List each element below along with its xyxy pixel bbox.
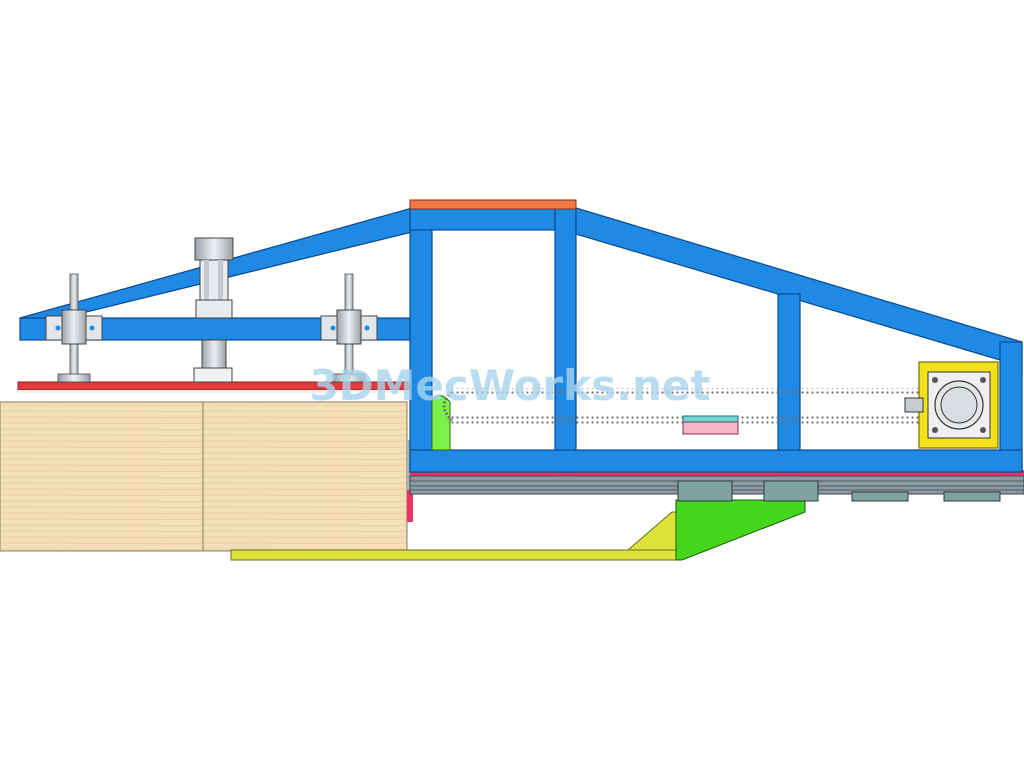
- frame-bottom: [409, 449, 1023, 473]
- clamp-plate-shadow: [18, 390, 412, 393]
- carriage: [677, 480, 733, 502]
- carriage: [851, 491, 909, 502]
- wood-block-left: [0, 401, 204, 552]
- wood-workpiece: [0, 401, 408, 552]
- top-plate: [409, 199, 577, 210]
- rail-carriages: [677, 480, 1001, 502]
- motor-icon: [904, 361, 999, 449]
- pneumatic-cylinder-icon: [193, 237, 234, 383]
- belt-clamp-block: [682, 415, 739, 435]
- frame-post: [409, 207, 433, 473]
- frame-top: [409, 207, 577, 231]
- carriage: [943, 491, 1001, 502]
- watermark-text: 3DMecWorks.net: [309, 361, 710, 410]
- frame-post: [777, 293, 801, 473]
- green-bracket: [675, 499, 806, 561]
- screw-clamp-icon: [45, 273, 378, 383]
- frame-post: [554, 207, 577, 473]
- side-plate-gray: [406, 440, 410, 490]
- carriage: [763, 480, 819, 502]
- wood-block-right: [202, 401, 408, 552]
